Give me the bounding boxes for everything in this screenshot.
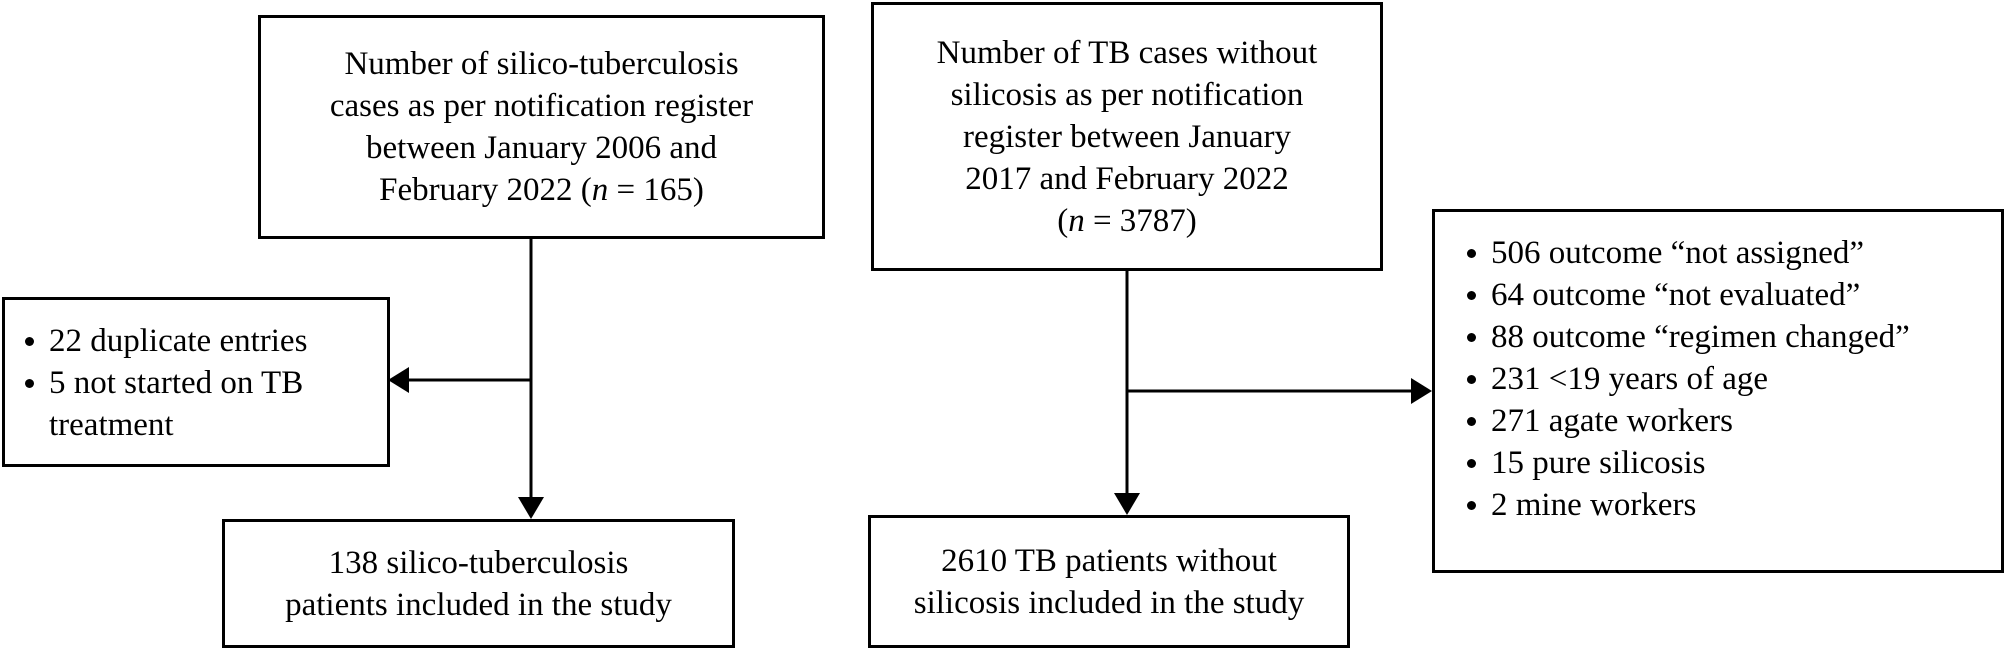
list-item: 15 pure silicosis <box>1461 442 2001 484</box>
list-item: 271 agate workers <box>1461 400 2001 442</box>
left-included-box: 138 silico-tuberculosis patients include… <box>222 519 735 648</box>
list-item: 231 <19 years of age <box>1461 358 2001 400</box>
right-source-line-1: Number of TB cases without <box>936 34 1318 71</box>
right-source-line-4: 2017 and February 2022 <box>965 160 1289 197</box>
right-main-arrowhead <box>1114 493 1140 515</box>
list-item: 2 mine workers <box>1461 484 2001 526</box>
right-included-box: 2610 TB patients without silicosis inclu… <box>868 515 1350 648</box>
left-exclusion-list: 22 duplicate entries 5 not started on TB… <box>19 320 387 446</box>
n-symbol: n <box>1068 202 1085 239</box>
right-source-line-5: (n = 3787) <box>1057 202 1197 239</box>
right-included-line-2: silicosis included in the study <box>913 584 1305 621</box>
left-source-line-3: between January 2006 and <box>366 130 717 166</box>
left-source-line-4: February 2022 (n = 165) <box>379 172 704 208</box>
list-item: 22 duplicate entries <box>19 320 387 362</box>
list-item: 64 outcome “not evaluated” <box>1461 274 2001 316</box>
right-included-line-1: 2610 TB patients without <box>941 542 1277 579</box>
left-exclusion-box: 22 duplicate entries 5 not started on TB… <box>2 297 390 467</box>
left-included-line-1: 138 silico-tuberculosis <box>328 544 629 581</box>
list-item: 88 outcome “regimen changed” <box>1461 316 2001 358</box>
left-included-line-2: patients included in the study <box>285 586 672 623</box>
left-source-line-1: Number of silico-tuberculosis <box>344 46 739 82</box>
list-item-continuation: treatment <box>49 407 174 443</box>
left-main-arrowhead <box>518 497 544 519</box>
right-exclusion-list: 506 outcome “not assigned” 64 outcome “n… <box>1461 232 2001 526</box>
n-symbol: n <box>591 172 609 208</box>
right-source-line-2: silicosis as per notification <box>950 76 1304 113</box>
left-source-box: Number of silico-tuberculosis cases as p… <box>258 15 825 239</box>
right-exclusion-arrowhead <box>1411 378 1432 404</box>
list-item: 506 outcome “not assigned” <box>1461 232 2001 274</box>
right-source-line-3: register between January <box>962 118 1292 155</box>
left-exclusion-arrowhead <box>388 367 409 393</box>
right-exclusion-box: 506 outcome “not assigned” 64 outcome “n… <box>1432 209 2004 573</box>
right-source-box: Number of TB cases without silicosis as … <box>871 2 1383 271</box>
left-source-line-2: cases as per notification register <box>329 88 754 124</box>
